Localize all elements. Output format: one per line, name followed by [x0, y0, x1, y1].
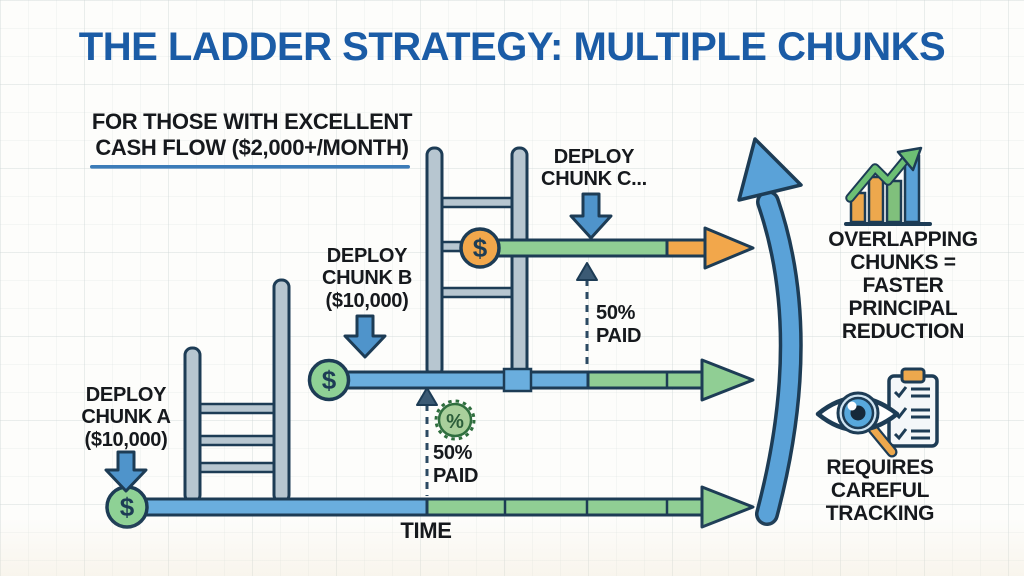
- dollar-icon-a: $: [120, 492, 135, 522]
- clipboard-icon: [887, 367, 939, 448]
- paid-bottom-line-2: PAID: [433, 464, 479, 487]
- benefit-line-1: OVERLAPPING: [828, 228, 978, 251]
- chunk-b-line-2: CHUNK B: [321, 267, 413, 290]
- paid-top-line-1: 50%: [596, 302, 636, 324]
- subtitle-line-1: FOR THOSE WITH EXCELLENT: [91, 109, 413, 134]
- paid-label-top: 50% PAID: [596, 302, 641, 347]
- benefit-line-2: CHUNKS =: [850, 251, 956, 275]
- ladder-2: [425, 146, 529, 378]
- dollar-circle-c: [459, 227, 501, 269]
- chunk-b-label: DEPLOY CHUNK B ($10,000): [295, 245, 439, 312]
- warning-line-3: TRACKING: [825, 502, 935, 526]
- warning-line-1: REQUIRES: [826, 456, 934, 479]
- chunk-a-line-3: ($10,000): [84, 428, 168, 451]
- timeline-b: $: [307, 358, 755, 402]
- warning-line-2: CAREFUL: [830, 479, 930, 503]
- eye-magnifier-icon: [815, 391, 900, 458]
- subtitle-underline: [90, 165, 410, 169]
- subtitle: FOR THOSE WITH EXCELLENT CASH FLOW ($2,0…: [58, 109, 446, 161]
- dollar-icon-c: $: [473, 233, 488, 263]
- paid-marker-top: [576, 262, 598, 368]
- ladder-rail-crossing: [502, 367, 533, 393]
- benefit-text: OVERLAPPING CHUNKS = FASTER PRINCIPAL RE…: [805, 228, 1001, 343]
- dollar-icon-b: $: [322, 365, 337, 395]
- chunk-b-line-3: ($10,000): [325, 289, 409, 312]
- chunk-b-line-1: DEPLOY: [326, 245, 408, 267]
- page-title: THE LADDER STRATEGY: MULTIPLE CHUNKS: [78, 25, 946, 69]
- deploy-arrow-b: [343, 314, 387, 359]
- paid-top-line-2: PAID: [596, 324, 642, 347]
- timeline-c: $: [459, 226, 755, 270]
- growth-curve-arrow: [737, 137, 803, 526]
- timeline-a: $: [105, 485, 755, 529]
- percent-icon: %: [446, 411, 464, 433]
- benefit-line-3: FASTER: [862, 274, 944, 298]
- chunk-c-line-2: CHUNK C...: [541, 168, 647, 191]
- bar-chart-icon: [844, 146, 932, 226]
- chunk-a-line-1: DEPLOY: [85, 384, 167, 406]
- paid-marker-bottom: [416, 387, 438, 496]
- deploy-arrow-c: [569, 192, 613, 240]
- chunk-a-line-2: CHUNK A: [81, 406, 171, 429]
- paid-bottom-line-1: 50%: [433, 442, 473, 464]
- chunk-a-label: DEPLOY CHUNK A ($10,000): [50, 384, 202, 451]
- chunk-c-label: DEPLOY CHUNK C...: [518, 146, 670, 191]
- warning-text: REQUIRES CAREFUL TRACKING: [800, 456, 960, 525]
- chunk-c-line-1: DEPLOY: [553, 146, 635, 168]
- deploy-arrow-a: [104, 450, 148, 493]
- paid-label-bottom: 50% PAID: [433, 442, 478, 487]
- timeline-c-arrowhead: [703, 226, 755, 270]
- dollar-circle-b: [307, 358, 351, 402]
- benefit-line-5: REDUCTION: [841, 320, 965, 344]
- timeline-a-arrowhead: [700, 485, 755, 529]
- timeline-b-arrowhead: [700, 358, 755, 402]
- time-axis-label: TIME: [400, 518, 452, 543]
- percent-badge: %: [434, 399, 476, 441]
- subtitle-line-2: CASH FLOW ($2,000+/MONTH): [95, 134, 409, 160]
- benefit-line-4: PRINCIPAL: [848, 297, 958, 321]
